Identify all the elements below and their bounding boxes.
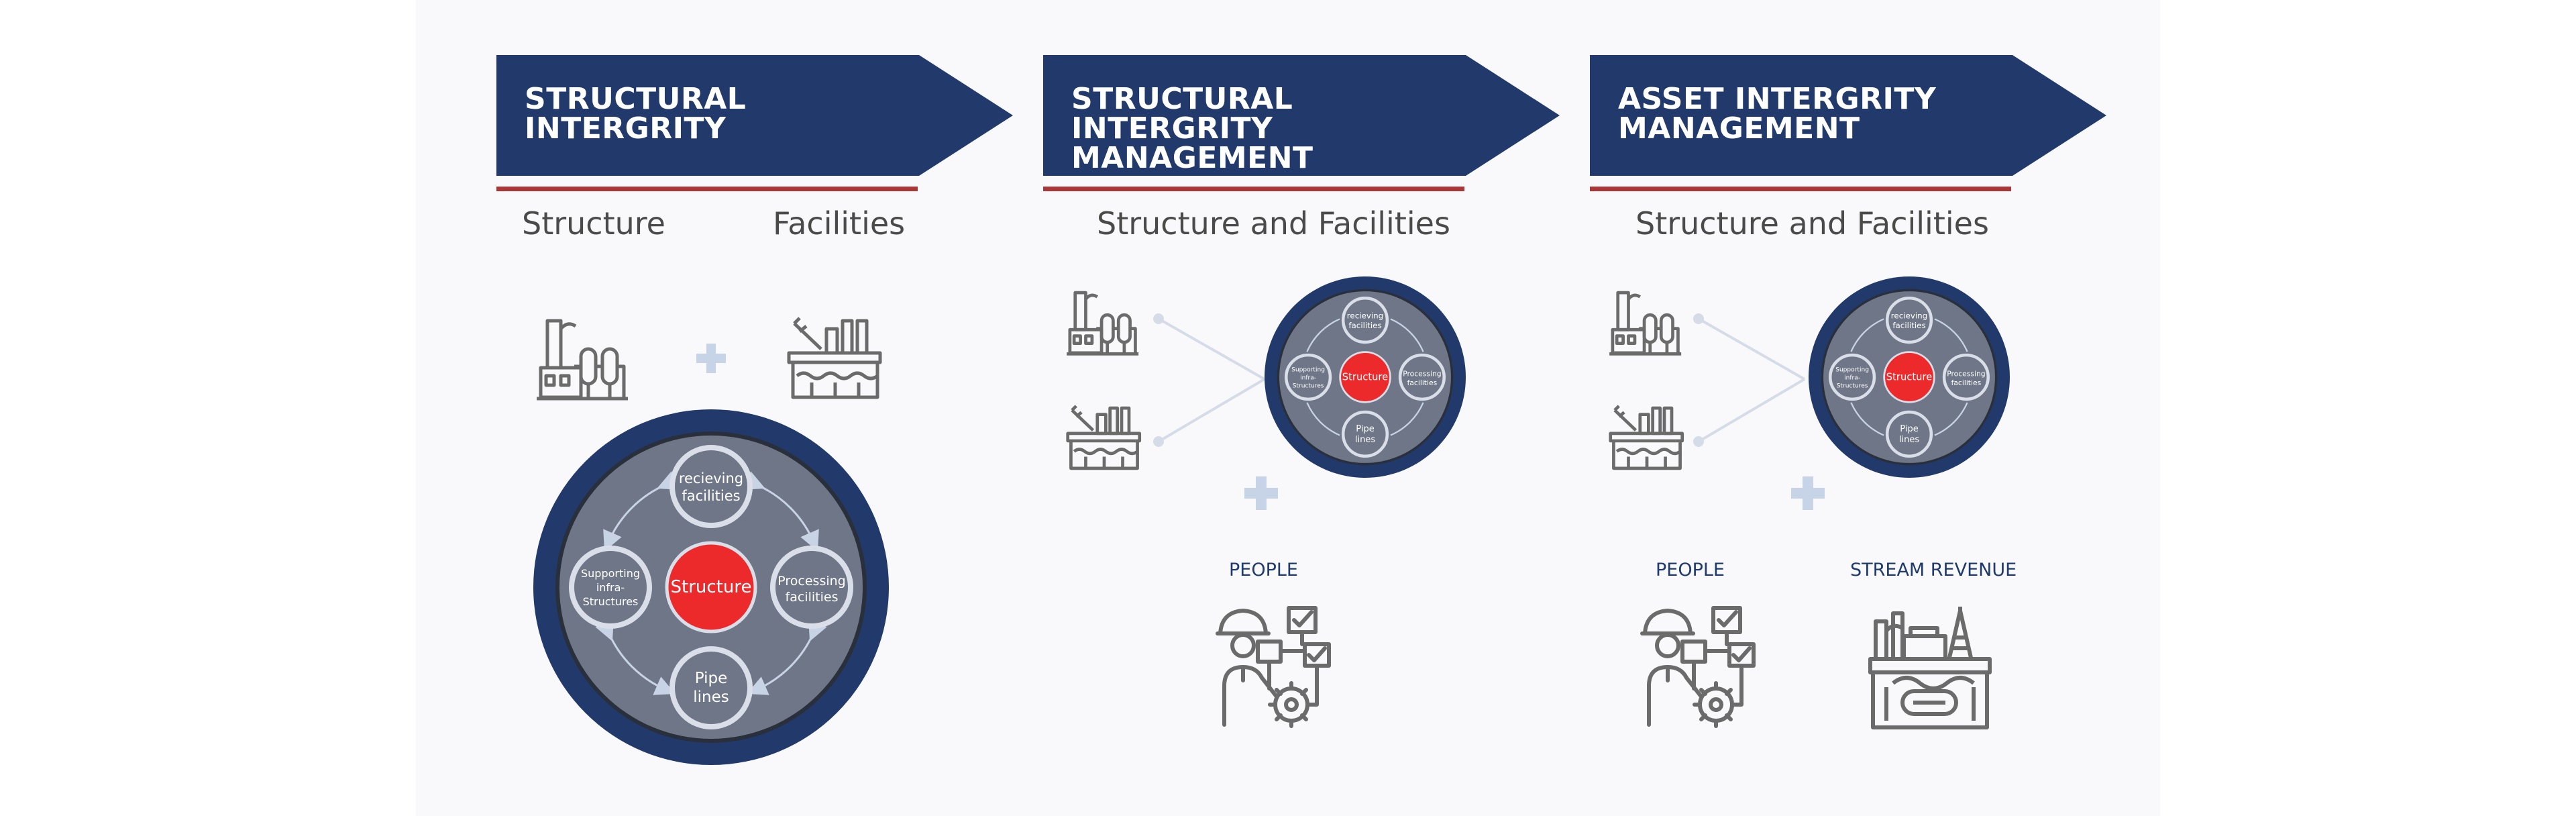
banner-title-line1: STRUCTURAL [525,82,747,116]
svg-text:recieving: recieving [1891,311,1927,320]
connector-lines [1153,313,1266,447]
subtitle-structure-and-facilities: Structure and Facilities [1097,205,1450,242]
banner-title-line1: ASSET INTERGRITY [1618,82,1937,116]
banner-asset-integrity-management: ASSET INTERGRITY MANAGEMENT [1590,55,2106,176]
svg-text:Supporting: Supporting [581,567,640,580]
stream-revenue-label: STREAM REVENUE [1850,560,2017,580]
svg-text:Processing: Processing [1403,369,1441,378]
svg-text:infra-: infra- [596,581,625,594]
svg-text:Supporting: Supporting [1291,367,1325,374]
column-asset-integrity-management: ASSET INTERGRITY MANAGEMENT Structure an… [1590,0,2140,816]
banner-title: STRUCTURAL INTERGRITY MANAGEMENT [1071,85,1514,173]
factory-icon [1065,283,1144,362]
plus-icon [1244,476,1278,513]
svg-text:Structure: Structure [1342,372,1388,383]
worker-checklist-icon [1211,604,1338,731]
integrity-diagram: recieving facilities Processing faciliti… [533,409,889,765]
people-label: PEOPLE [1656,560,1725,580]
red-rule [1590,187,2011,191]
banner-title-line1: STRUCTURAL [1071,82,1293,116]
banner-structural-integrity-management: STRUCTURAL INTERGRITY MANAGEMENT [1043,55,1560,176]
svg-text:Pipe: Pipe [1356,424,1374,434]
offshore-facility-icon [1607,399,1686,478]
revenue-plant-icon [1866,604,1994,731]
plus-icon [696,344,726,376]
banner-title-line2: INTERGRITY [525,111,727,146]
svg-text:lines: lines [1899,435,1919,445]
svg-text:facilities: facilities [1348,321,1381,330]
svg-text:recieving: recieving [679,470,743,487]
svg-text:lines: lines [693,688,729,706]
svg-text:facilities: facilities [786,590,839,605]
svg-text:facilities: facilities [1892,321,1925,330]
svg-text:Structure: Structure [1886,372,1932,383]
worker-checklist-icon [1635,604,1763,731]
svg-text:Pipe: Pipe [1900,424,1918,434]
banner-title: STRUCTURAL INTERGRITY [525,85,967,144]
svg-text:Pipe: Pipe [695,670,728,687]
red-rule [496,187,918,191]
svg-text:Structures: Structures [1293,382,1324,389]
svg-text:lines: lines [1355,435,1375,445]
column-structural-integrity: STRUCTURAL INTERGRITY Structure Faciliti… [496,0,1020,816]
svg-text:recieving: recieving [1347,311,1383,320]
factory-icon [1607,283,1686,362]
svg-text:Structures: Structures [1837,382,1868,389]
svg-text:Processing: Processing [777,574,845,589]
banner-structural-integrity: STRUCTURAL INTERGRITY [496,55,1013,176]
subtitle-structure-and-facilities: Structure and Facilities [1635,205,1989,242]
svg-text:Processing: Processing [1947,369,1985,378]
canvas: STRUCTURAL INTERGRITY Structure Faciliti… [416,0,2160,816]
offshore-facility-icon [785,309,885,409]
svg-text:facilities: facilities [1407,378,1438,387]
node-supporting-infrastructures: Supporting infra- Structures [569,546,652,629]
column-structural-integrity-management: STRUCTURAL INTERGRITY MANAGEMENT Structu… [1043,0,1566,816]
node-structure: Structure [665,541,757,633]
svg-text:Structure: Structure [671,577,752,597]
node-processing-facilities: Processing facilities [770,546,853,629]
red-rule [1043,187,1464,191]
integrity-diagram-svg: recieving facilities Processing faciliti… [533,409,889,765]
svg-text:infra-: infra- [1300,374,1316,381]
node-recieving-facilities: recieving facilities [669,445,753,528]
factory-icon [534,309,635,409]
svg-text:facilities: facilities [1951,378,1982,387]
subtitle-facilities: Facilities [773,205,906,242]
offshore-facility-icon [1065,399,1144,478]
subtitle-structure: Structure [522,205,665,242]
people-label: PEOPLE [1229,560,1298,580]
node-pipe-lines: Pipe lines [669,646,753,729]
svg-text:infra-: infra- [1844,374,1860,381]
svg-text:Supporting: Supporting [1835,367,1869,374]
svg-text:Structures: Structures [583,595,639,608]
banner-title: ASSET INTERGRITY MANAGEMENT [1618,85,2061,144]
connector-lines [1693,313,1806,447]
banner-title-line2: MANAGEMENT [1618,111,1860,146]
svg-text:facilities: facilities [682,488,740,504]
plus-icon [1791,476,1825,513]
banner-title-line2: INTERGRITY MANAGEMENT [1071,111,1313,175]
